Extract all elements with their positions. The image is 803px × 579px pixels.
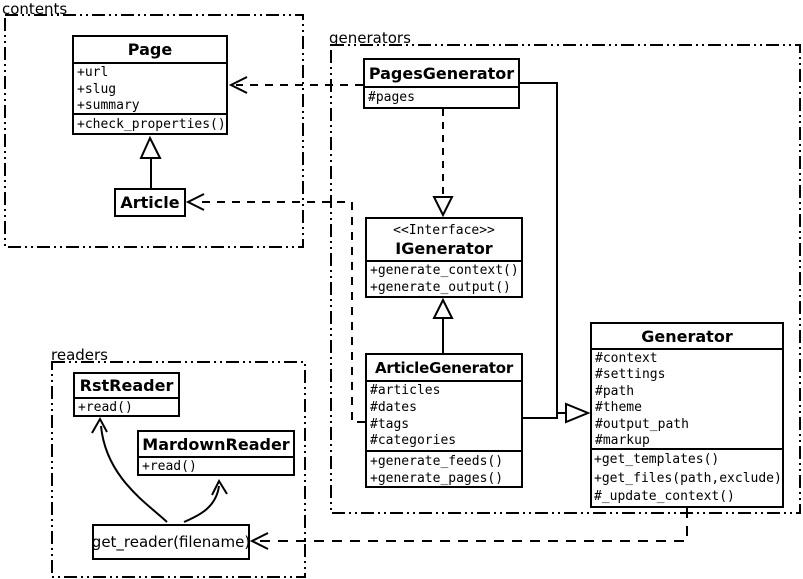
- box-get-reader: get_reader(filename): [92, 524, 250, 560]
- class-rstreader-title: RstReader: [79, 376, 174, 395]
- class-mardownreader-title: MardownReader: [142, 434, 290, 454]
- attribute-line: +summary: [77, 98, 140, 113]
- method-line: #_update_context(): [594, 489, 735, 505]
- package-border-readers: [51, 361, 306, 578]
- arrow-head-getreader-to-mardownreader: [211, 478, 228, 496]
- class-generator-methods: +get_templates() +get_files(path,exclude…: [592, 448, 782, 506]
- method-line: +read(): [142, 459, 197, 474]
- class-articlegenerator-title: ArticleGenerator: [374, 358, 514, 377]
- class-mardownreader: MardownReader +read(): [137, 430, 295, 476]
- realization-triangle-pagesgenerator-to-igenerator: [432, 196, 454, 218]
- attribute-line: +url: [77, 65, 109, 80]
- class-pagesgenerator-attributes: #pages: [365, 86, 518, 107]
- attribute-line: #output_path: [595, 416, 689, 432]
- class-igenerator-title: <<Interface>> IGenerator: [367, 219, 521, 259]
- method-line: +generate_feeds(): [370, 454, 504, 469]
- class-article: Article: [114, 188, 186, 217]
- class-generator-attributes: #context #settings #path #theme #output_…: [592, 348, 782, 448]
- arrow-line-getreader-to-rstreader: [100, 425, 168, 523]
- class-generator: Generator #context #settings #path #them…: [590, 322, 784, 508]
- attribute-line: #settings: [595, 367, 666, 383]
- attribute-line: #tags: [370, 416, 410, 432]
- class-igenerator: <<Interface>> IGenerator +generate_conte…: [365, 217, 523, 298]
- package-label-readers: readers: [51, 346, 108, 364]
- class-rstreader: RstReader +read(): [73, 372, 180, 417]
- attribute-line: #articles: [370, 383, 441, 398]
- attribute-line: #path: [595, 383, 635, 399]
- dependency-arrow-articlegenerator-to-article: [185, 193, 205, 211]
- package-label-contents: contents: [2, 0, 68, 18]
- method-line: +generate_context(): [370, 263, 519, 278]
- class-pagesgenerator-title: PagesGenerator: [368, 63, 515, 83]
- inheritance-triangle-articlegenerator-to-igenerator: [432, 297, 454, 319]
- inheritance-line-articlegenerator-to-generator: [523, 412, 566, 419]
- class-igenerator-name: IGenerator: [395, 239, 493, 258]
- package-border-generators: [330, 44, 801, 514]
- class-page: Page +url +slug +summary +check_properti…: [72, 35, 228, 135]
- class-page-methods: +check_properties(): [74, 113, 226, 133]
- arrow-head-getreader-to-rstreader: [91, 416, 108, 434]
- attribute-line: #categories: [370, 433, 457, 449]
- method-line: +get_templates(): [594, 452, 720, 467]
- inheritance-line-pagesgenerator-to-generator: [520, 82, 558, 413]
- method-line: +get_files(path,exclude): [594, 470, 782, 486]
- attribute-line: #dates: [370, 399, 417, 415]
- class-page-title: Page: [127, 40, 173, 59]
- class-page-attributes: +url +slug +summary: [74, 62, 226, 113]
- class-igenerator-stereotype: <<Interface>>: [393, 223, 495, 238]
- arrow-line-getreader-to-mardownreader: [183, 485, 220, 523]
- get-reader-label: get_reader(filename): [91, 533, 251, 551]
- class-rstreader-methods: +read(): [75, 397, 178, 415]
- class-pagesgenerator: PagesGenerator #pages: [363, 58, 520, 109]
- class-article-title: Article: [120, 193, 180, 212]
- attribute-line: +slug: [77, 81, 117, 97]
- class-articlegenerator-methods: +generate_feeds() +generate_pages(): [367, 450, 521, 486]
- method-line: +read(): [78, 400, 133, 415]
- attribute-line: #context: [595, 351, 658, 366]
- inheritance-triangle-article-to-page: [139, 135, 162, 159]
- class-articlegenerator: ArticleGenerator #articles #dates #tags …: [365, 353, 523, 488]
- package-label-generators: generators: [329, 29, 411, 47]
- attribute-line: #theme: [595, 400, 642, 416]
- package-border-contents: [4, 14, 304, 248]
- class-articlegenerator-attributes: #articles #dates #tags #categories: [367, 380, 521, 450]
- method-line: +check_properties(): [77, 117, 226, 132]
- dependency-line-articlegenerator-to-article: [202, 201, 365, 423]
- method-line: +generate_pages(): [370, 471, 504, 486]
- attribute-line: #pages: [368, 90, 415, 105]
- attribute-line: #markup: [595, 433, 650, 448]
- dependency-arrow-pagesgenerator-to-page: [228, 76, 248, 94]
- method-line: +generate_output(): [370, 279, 511, 295]
- class-mardownreader-methods: +read(): [139, 456, 293, 474]
- inheritance-triangle-to-generator: [565, 402, 591, 424]
- class-generator-title: Generator: [641, 326, 733, 346]
- class-igenerator-methods: +generate_context() +generate_output(): [367, 260, 521, 297]
- dependency-arrow-generator-to-getreader: [249, 532, 269, 550]
